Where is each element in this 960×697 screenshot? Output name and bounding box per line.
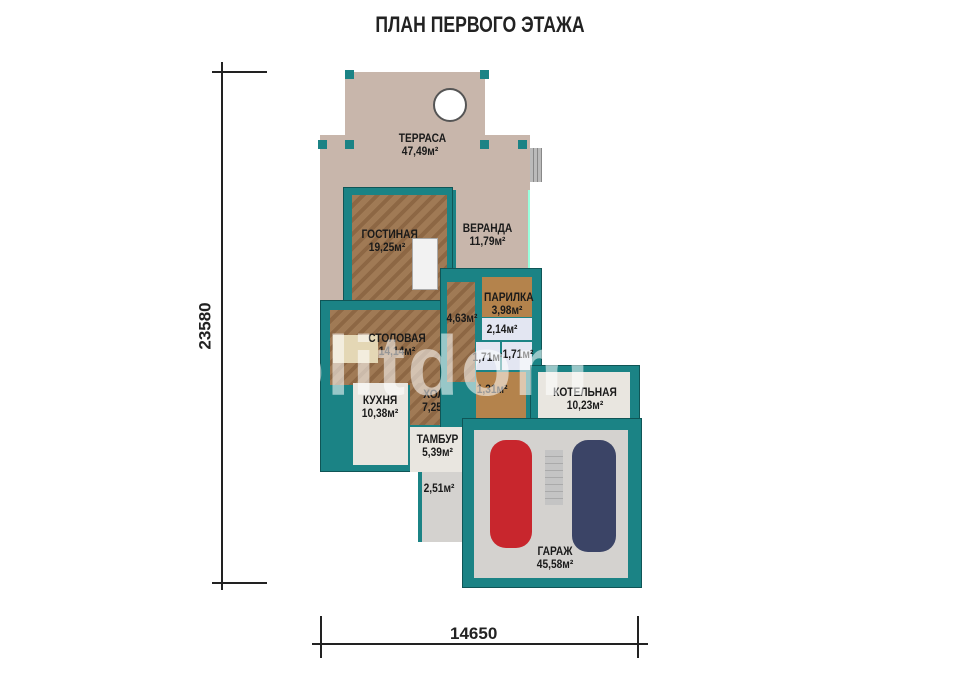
- post: [345, 70, 354, 79]
- terrace-table: [433, 88, 467, 122]
- kitchen: [353, 383, 408, 465]
- boiler-room: [538, 372, 630, 418]
- height-dimension-tick-bottom: [212, 582, 267, 584]
- stairs: [476, 372, 526, 422]
- porch: [418, 472, 463, 542]
- wc-2: [502, 342, 532, 370]
- height-dimension-tick-top: [212, 71, 267, 73]
- wc-1: [476, 342, 500, 370]
- width-dimension-label: 14650: [450, 624, 498, 643]
- wc-2-label: 1,71м²: [502, 347, 534, 361]
- wc-1-label: 1,71м²: [472, 350, 504, 364]
- veranda: [453, 190, 530, 270]
- post: [518, 140, 527, 149]
- vestibule: [410, 427, 465, 472]
- red-car: [490, 440, 532, 548]
- height-dimension-label: 23580: [195, 302, 215, 350]
- post: [345, 140, 354, 149]
- post: [318, 140, 327, 149]
- terrace-steps: [530, 148, 542, 182]
- width-dimension-tick-left: [320, 616, 322, 658]
- shower: [482, 318, 532, 340]
- corridor: [447, 282, 475, 382]
- post: [480, 140, 489, 149]
- storage-label: 1,31м²: [476, 382, 508, 396]
- watermark: holitdom: [220, 319, 591, 413]
- shower-label: 2,14м²: [486, 322, 518, 336]
- post: [480, 70, 489, 79]
- porch-label: 2,51м²: [423, 481, 455, 495]
- width-dimension-tick-right: [637, 616, 639, 658]
- garage-steps: [545, 450, 563, 505]
- height-dimension-line: [221, 62, 223, 590]
- corridor-label: 4,63м²: [446, 311, 478, 325]
- sauna: [482, 277, 532, 317]
- width-dimension-line: [312, 643, 648, 645]
- dining-table: [333, 335, 378, 363]
- plan-title: ПЛАН ПЕРВОГО ЭТАЖА: [375, 12, 585, 37]
- blue-car: [572, 440, 616, 552]
- sofa: [412, 238, 438, 290]
